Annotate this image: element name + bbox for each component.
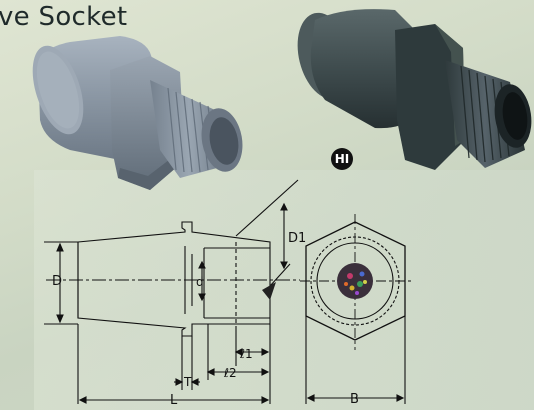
dim-label-L: L [170,393,178,408]
hi-grade-badge: HI [331,148,353,170]
dim-label-T: T [183,375,192,389]
bore-opening [337,263,373,299]
dark-pvc-valve-socket-photo [297,9,532,170]
grey-pvc-valve-socket-photo [32,36,243,190]
page-title: ve Socket [0,2,128,32]
dim-label-B: B [350,392,359,407]
dim-label-l1: ℓ1 [239,347,253,361]
dim-label-d: d [196,275,204,289]
dim-label-D: D [52,274,62,289]
dim-label-l2: ℓ2 [223,366,237,380]
dim-label-D1: D1 [288,231,306,246]
thread-flank-mark [262,282,276,300]
